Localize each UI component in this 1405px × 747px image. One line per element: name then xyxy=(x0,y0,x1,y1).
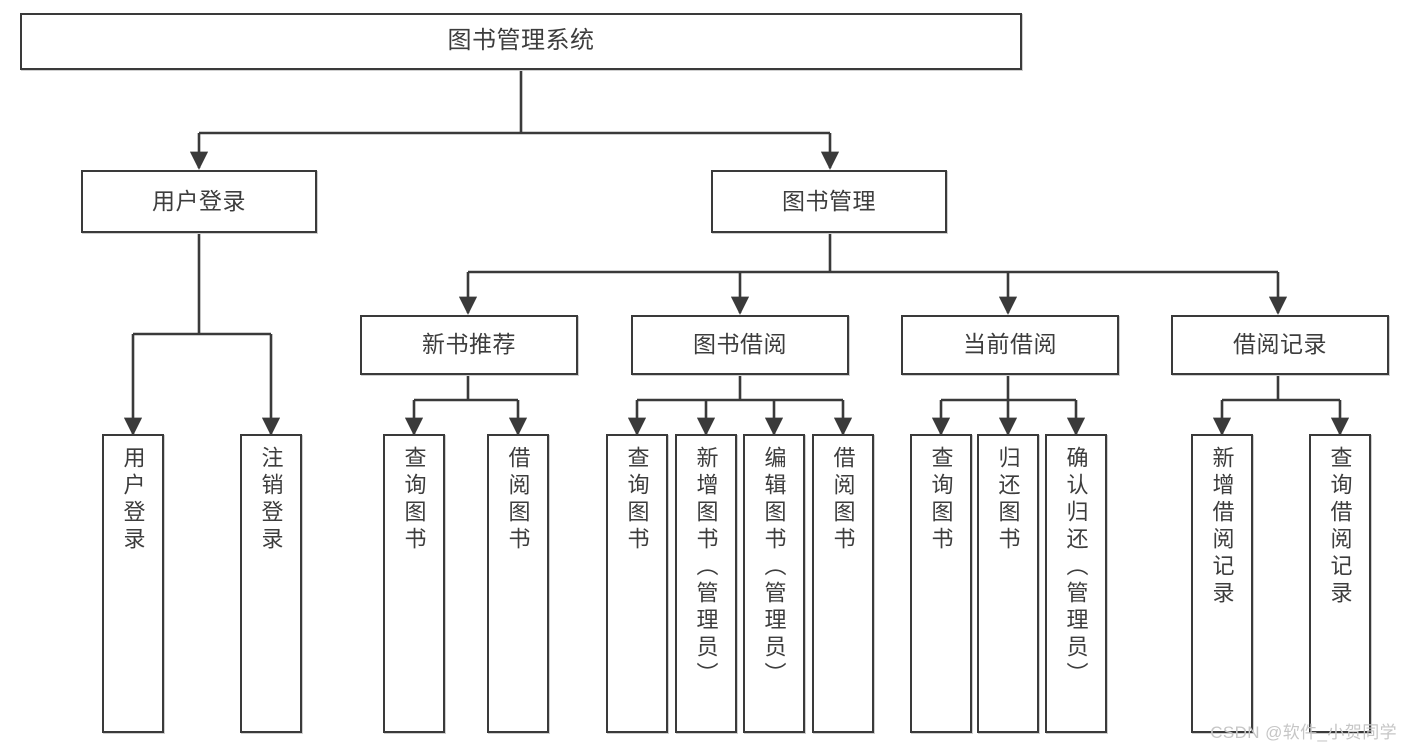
node-label: 新增借阅记录 xyxy=(1209,446,1235,608)
leaf-borrow-add-book-admin[interactable]: 新增图书（管理员） xyxy=(675,434,737,733)
node-label: 查询图书 xyxy=(624,446,650,554)
leaf-logout[interactable]: 注销登录 xyxy=(240,434,302,733)
node-label: 查询图书 xyxy=(928,446,954,554)
node-label: 新增图书（管理员） xyxy=(693,446,719,689)
node-label: 用户登录 xyxy=(152,187,246,214)
leaf-borrow-borrow-book[interactable]: 借阅图书 xyxy=(812,434,874,733)
node-book-management[interactable]: 图书管理 xyxy=(711,170,947,233)
node-current-borrow[interactable]: 当前借阅 xyxy=(901,315,1119,375)
node-borrow-record[interactable]: 借阅记录 xyxy=(1171,315,1389,375)
leaf-record-query-record[interactable]: 查询借阅记录 xyxy=(1309,434,1371,733)
node-label: 新书推荐 xyxy=(422,331,516,358)
leaf-recommend-borrow-book[interactable]: 借阅图书 xyxy=(487,434,549,733)
node-label: 借阅记录 xyxy=(1233,331,1327,358)
leaf-current-confirm-return-admin[interactable]: 确认归还（管理员） xyxy=(1045,434,1107,733)
node-label: 图书借阅 xyxy=(693,331,787,358)
node-label: 确认归还（管理员） xyxy=(1063,446,1089,689)
node-label: 注销登录 xyxy=(258,446,284,554)
leaf-borrow-edit-book-admin[interactable]: 编辑图书（管理员） xyxy=(743,434,805,733)
leaf-current-return-book[interactable]: 归还图书 xyxy=(977,434,1039,733)
node-label: 用户登录 xyxy=(120,446,146,554)
leaf-current-query-book[interactable]: 查询图书 xyxy=(910,434,972,733)
node-label: 借阅图书 xyxy=(830,446,856,554)
leaf-record-add-record[interactable]: 新增借阅记录 xyxy=(1191,434,1253,733)
node-book-borrow[interactable]: 图书借阅 xyxy=(631,315,849,375)
node-label: 图书管理系统 xyxy=(447,27,595,55)
node-label: 归还图书 xyxy=(995,446,1021,554)
leaf-borrow-query-book[interactable]: 查询图书 xyxy=(606,434,668,733)
node-user-login[interactable]: 用户登录 xyxy=(81,170,317,233)
leaf-recommend-query-book[interactable]: 查询图书 xyxy=(383,434,445,733)
node-label: 编辑图书（管理员） xyxy=(761,446,787,689)
node-label: 查询图书 xyxy=(401,446,427,554)
node-label: 图书管理 xyxy=(782,187,876,214)
watermark-text: CSDN @软件_小贺同学 xyxy=(1210,723,1397,742)
node-new-book-recommend[interactable]: 新书推荐 xyxy=(360,315,578,375)
node-label: 当前借阅 xyxy=(963,331,1057,358)
leaf-user-login[interactable]: 用户登录 xyxy=(102,434,164,733)
node-root-system[interactable]: 图书管理系统 xyxy=(20,13,1022,70)
node-label: 借阅图书 xyxy=(505,446,531,554)
node-label: 查询借阅记录 xyxy=(1327,446,1353,608)
